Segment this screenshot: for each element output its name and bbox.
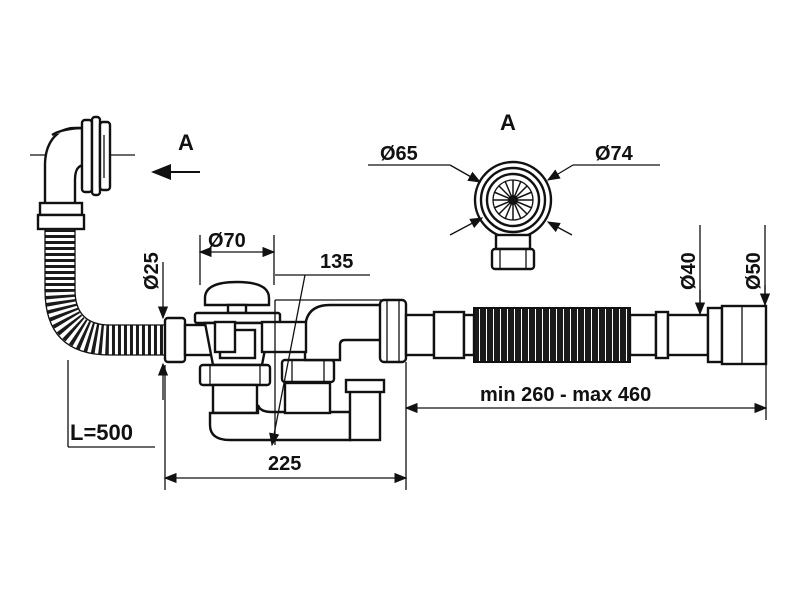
trap-assembly — [208, 298, 408, 442]
dim135-label: 135 — [320, 251, 353, 273]
d25-label: Ø25 — [141, 252, 163, 290]
view-a-title: A — [500, 110, 516, 135]
dim-length-range: min 260 - max 460 — [404, 364, 768, 420]
view-a-arrow-label: A — [178, 130, 194, 155]
dim-d70: Ø70 — [198, 230, 276, 285]
overflow-head — [30, 115, 135, 231]
dim-d74: Ø74 — [546, 143, 660, 236]
dim-d65: Ø65 — [368, 143, 484, 236]
range-label: min 260 - max 460 — [480, 384, 651, 406]
outlet-pipe — [404, 304, 768, 366]
drain-body — [193, 280, 282, 415]
dim-d40: Ø40 — [678, 225, 706, 316]
dim-225: 225 — [163, 362, 408, 490]
hose-length-label: L=500 — [70, 420, 133, 445]
dim225-label: 225 — [268, 453, 301, 475]
dim-d25: Ø25 — [141, 252, 169, 400]
view-a-arrow: A — [151, 130, 200, 180]
d70-label: Ø70 — [208, 230, 246, 252]
d65-label: Ø65 — [380, 143, 418, 165]
d40-label: Ø40 — [678, 252, 700, 290]
dim-hose-length: L=500 — [67, 360, 155, 448]
dim-d50: Ø50 — [743, 225, 771, 307]
view-a-detail: A — [473, 110, 553, 271]
overflow-corrugated-hose — [45, 229, 165, 355]
d50-label: Ø50 — [743, 252, 765, 290]
d74-label: Ø74 — [595, 143, 634, 165]
dim-135: 135 — [269, 251, 390, 447]
